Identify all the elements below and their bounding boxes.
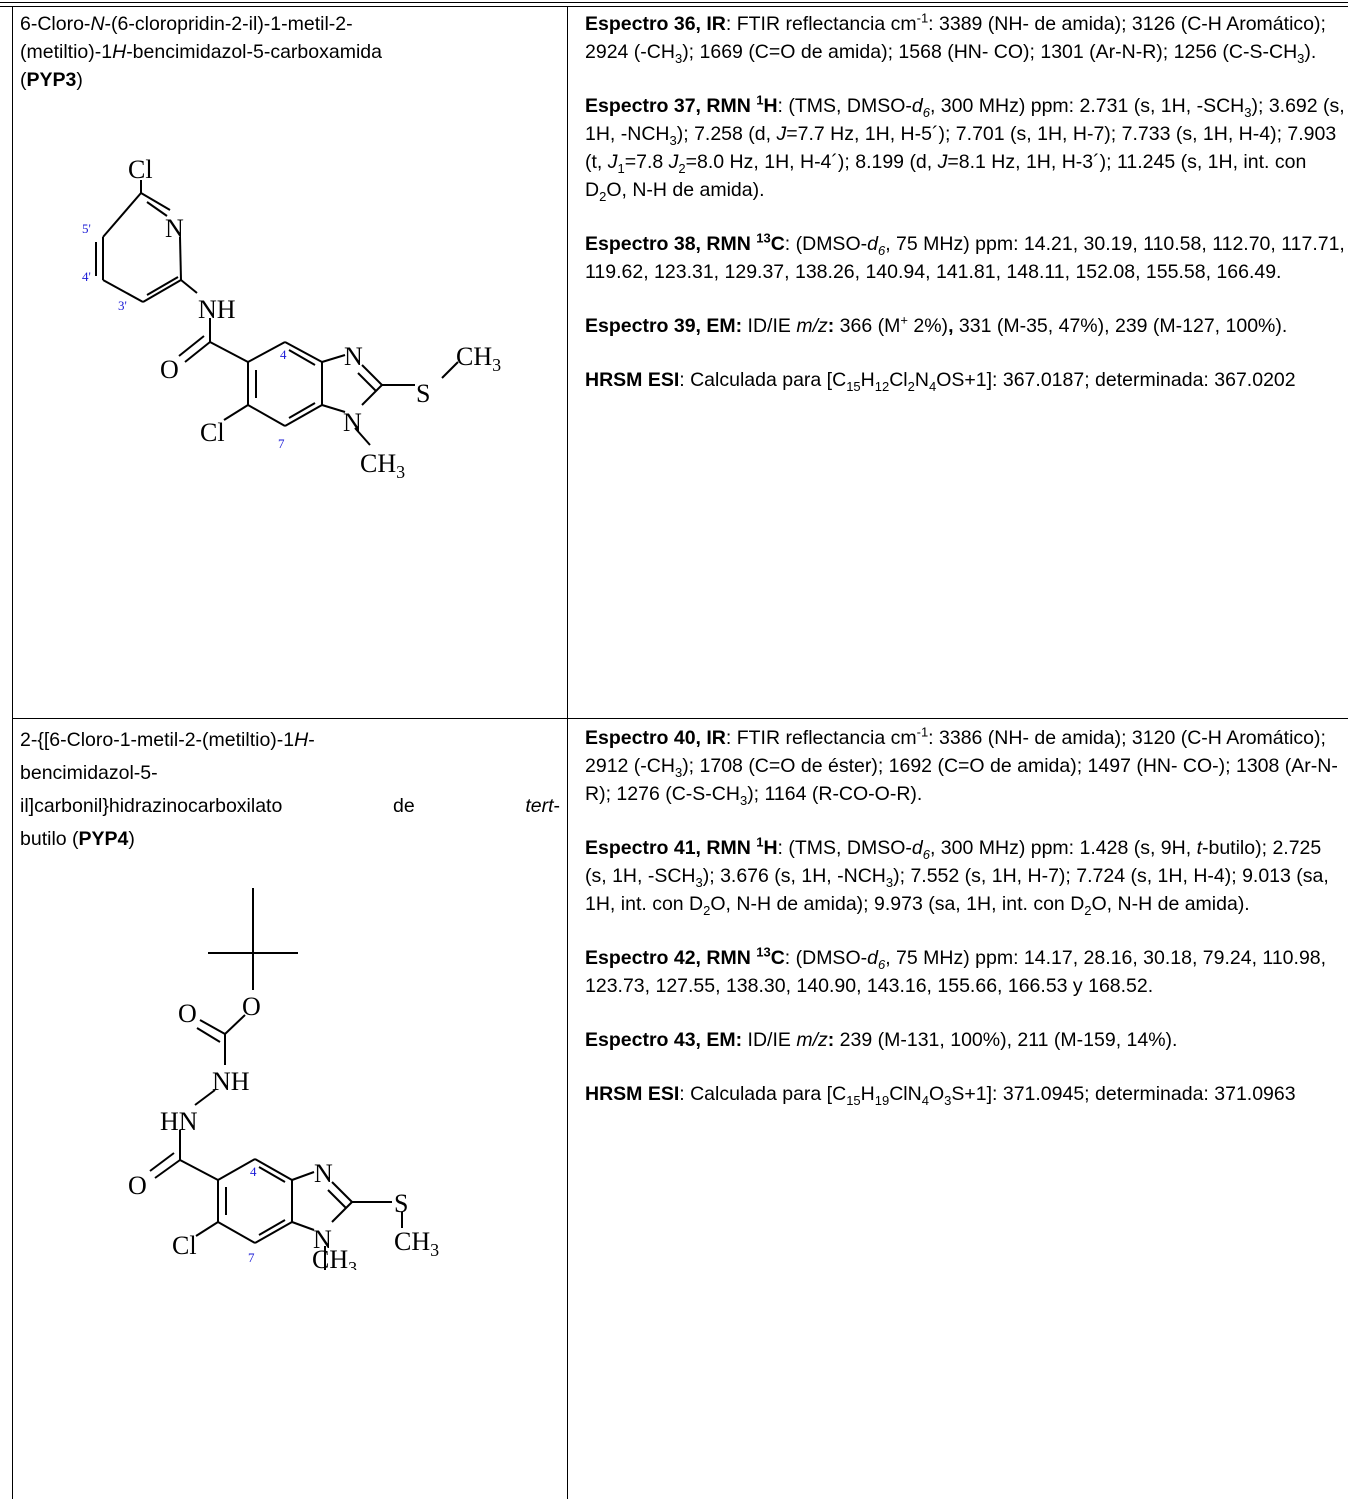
atom-n-imidazole: N <box>314 1159 333 1188</box>
structure-pyp4: O O NH HN O N S CH3 Cl N CH3 4 7 <box>100 850 520 1278</box>
atom-nh: NH <box>198 295 236 324</box>
atom-ch3-s: CH3 <box>456 342 501 375</box>
position-4: 4 <box>250 1164 257 1179</box>
position-3prime: 3' <box>118 298 127 313</box>
atom-ch3-n: CH3 <box>360 449 405 482</box>
atom-hn: HN <box>160 1107 198 1136</box>
position-7: 7 <box>278 436 285 451</box>
table-column-divider <box>567 6 568 1499</box>
compound-name-pyp3: 6-Cloro-N-(6-cloropridin-2-il)-1-metil-2… <box>20 13 382 91</box>
atom-o-carbonyl: O <box>178 999 197 1028</box>
ir-spectrum-36: Espectro 36, IR: FTIR reflectancia cm-1:… <box>585 10 1326 66</box>
ir-spectrum-40: Espectro 40, IR: FTIR reflectancia cm-1:… <box>585 724 1338 808</box>
position-7: 7 <box>248 1250 255 1265</box>
table-top-rule-inner <box>0 6 1348 7</box>
table-left-border <box>12 6 13 1499</box>
table-top-rule-outer <box>0 2 1348 3</box>
hrms-pyp4: HRSM ESI: Calculada para [C15H19ClN4O3S+… <box>585 1083 1296 1108</box>
position-4prime: 4' <box>82 269 91 284</box>
atom-o-amide: O <box>128 1171 147 1200</box>
atom-nh: NH <box>212 1067 250 1096</box>
atom-n-methyl: N <box>343 408 362 437</box>
hrms-pyp3: HRSM ESI: Calculada para [C15H12Cl2N4OS+… <box>585 369 1296 394</box>
position-4: 4 <box>280 347 287 362</box>
atom-o-ester: O <box>242 992 261 1021</box>
structure-pyp3: Cl N NH O N S CH3 Cl N CH3 5' 4' 3' 4 7 <box>60 140 530 505</box>
atom-ch3-n: CH3 <box>312 1245 357 1270</box>
ms-spectrum-39: Espectro 39, EM: ID/IE m/z: 366 (M+ 2%),… <box>585 312 1288 338</box>
atom-n-methyl: N <box>313 1225 332 1254</box>
atom-s: S <box>394 1189 408 1218</box>
compound-name-pyp4: 2-{[6-Cloro-1-metil-2-(metiltio)-1H- ben… <box>20 729 560 850</box>
table-row-divider <box>12 718 1348 719</box>
spectra-pyp3: Espectro 36, IR: FTIR reflectancia cm-1:… <box>585 10 1345 394</box>
position-5prime: 5' <box>82 221 91 236</box>
c-nmr-spectrum-42: Espectro 42, RMN 13C: (DMSO-d6, 75 MHz) … <box>585 944 1327 998</box>
h-nmr-spectrum-37: Espectro 37, RMN 1H: (TMS, DMSO-d6, 300 … <box>585 92 1345 204</box>
atom-n-pyrimidine: N <box>165 214 184 243</box>
atom-cl: Cl <box>172 1231 197 1260</box>
atom-cl-top: Cl <box>128 155 153 184</box>
atom-cl-bottom: Cl <box>200 418 225 447</box>
atom-ch3-s: CH3 <box>394 1227 439 1260</box>
spectra-pyp4: Espectro 40, IR: FTIR reflectancia cm-1:… <box>585 724 1345 1108</box>
atom-n-imidazole: N <box>344 342 363 371</box>
compound-code: PYP3 <box>26 69 77 91</box>
atom-s: S <box>416 379 430 408</box>
c-nmr-spectrum-38: Espectro 38, RMN 13C: (DMSO-d6, 75 MHz) … <box>585 230 1345 284</box>
ms-spectrum-43: Espectro 43, EM: ID/IE m/z: 239 (M-131, … <box>585 1029 1178 1051</box>
atom-o: O <box>160 355 179 384</box>
compound-code: PYP4 <box>78 828 129 850</box>
h-nmr-spectrum-41: Espectro 41, RMN 1H: (TMS, DMSO-d6, 300 … <box>585 834 1329 918</box>
